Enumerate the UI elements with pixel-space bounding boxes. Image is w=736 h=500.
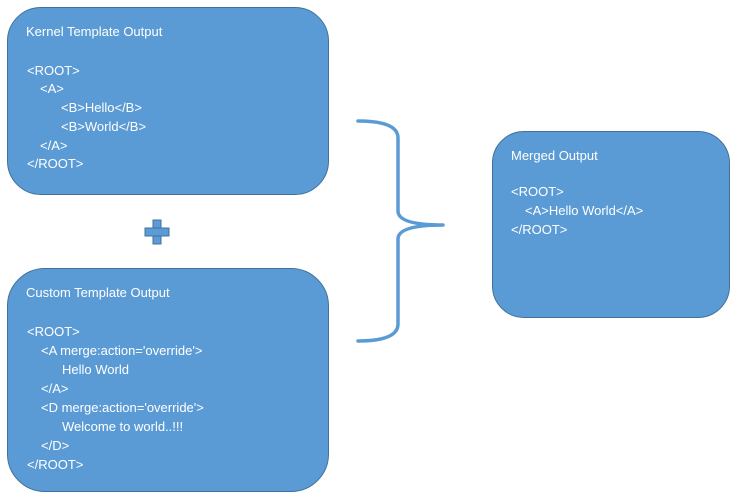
merged-line: <ROOT> — [511, 184, 564, 199]
kernel-line: <B>World</B> — [61, 119, 147, 134]
custom-line: <D merge:action='override'> — [41, 400, 204, 415]
kernel-line: <B>Hello</B> — [61, 100, 142, 115]
custom-line: Hello World — [62, 362, 129, 377]
kernel-line: </ROOT> — [27, 156, 84, 171]
merged-line: <A>Hello World</A> — [525, 203, 644, 218]
custom-line: Welcome to world..!!! — [62, 419, 184, 434]
custom-template-title: Custom Template Output — [26, 285, 170, 300]
plus-icon — [144, 219, 170, 245]
merged-line: </ROOT> — [511, 222, 568, 237]
custom-line: </ROOT> — [27, 457, 84, 472]
custom-line: <A merge:action='override'> — [41, 343, 203, 358]
kernel-template-title: Kernel Template Output — [26, 24, 163, 39]
custom-line: </A> — [41, 381, 69, 396]
merged-output-title: Merged Output — [511, 148, 598, 163]
kernel-line: </A> — [40, 138, 68, 153]
custom-line: <ROOT> — [27, 324, 80, 339]
kernel-line: <A> — [40, 81, 64, 96]
kernel-line: <ROOT> — [27, 63, 80, 78]
custom-template-box: Custom Template Output <ROOT> <A merge:a… — [7, 268, 329, 492]
custom-line: </D> — [41, 438, 70, 453]
curly-brace-icon — [356, 119, 445, 343]
merged-output-box: Merged Output <ROOT> <A>Hello World</A> … — [492, 131, 730, 318]
kernel-template-box: Kernel Template Output <ROOT> <A> <B>Hel… — [7, 7, 329, 195]
